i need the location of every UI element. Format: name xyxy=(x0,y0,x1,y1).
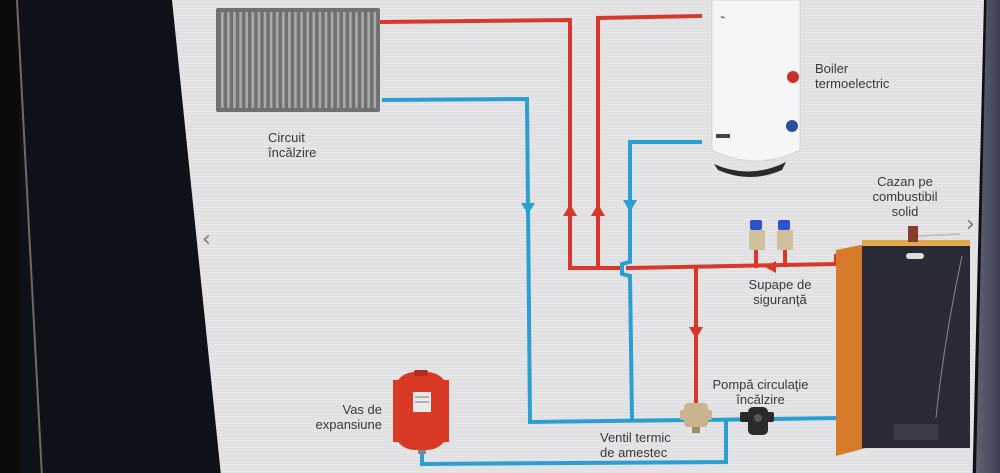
expansion-vessel xyxy=(393,370,449,454)
safety-valve-1 xyxy=(749,220,765,250)
radiator-fin xyxy=(245,12,248,108)
radiator-fin xyxy=(355,12,358,108)
label-circuit-incalzire: Circuit încălzire xyxy=(268,130,317,160)
label-supape-siguranta: Supape de siguranţă xyxy=(748,277,812,307)
label-ventil-termic: Ventil termic de amestec xyxy=(600,430,671,460)
radiator-fin xyxy=(336,12,340,108)
arrow-down-boiler-return xyxy=(623,200,637,212)
arrow-up-boiler-supply xyxy=(591,204,605,216)
radiator-fin xyxy=(318,12,322,108)
radiator-fin xyxy=(330,12,334,108)
label-boiler-termoelectric: Boiler termoelectric xyxy=(815,61,890,91)
radiator-fin xyxy=(275,12,279,108)
safety-valves xyxy=(749,220,793,250)
radiator-fin xyxy=(257,12,261,108)
cold-pipe-expansion-loop xyxy=(420,418,728,467)
radiator-fin xyxy=(367,12,370,108)
radiator-fin xyxy=(251,12,255,108)
radiator-fin xyxy=(349,12,352,108)
radiator-fin xyxy=(294,12,297,108)
monitor-bezel-left xyxy=(0,0,20,473)
radiator-fin xyxy=(221,12,224,108)
boiler-hot-indicator xyxy=(787,71,799,83)
label-cazan: Cazan pe combustibil solid xyxy=(872,174,938,219)
boiler-cold-indicator xyxy=(786,120,798,132)
radiator xyxy=(216,8,380,112)
radiator-fin xyxy=(343,12,346,108)
arrow-down-bypass xyxy=(689,327,703,339)
circulation-pump xyxy=(740,407,774,435)
cazan xyxy=(836,226,970,456)
radiator-fin xyxy=(312,12,316,108)
label-pompa-circulatie: Pompă circulaţie încălzire xyxy=(712,377,809,407)
radiator-fin xyxy=(239,12,242,108)
radiator-fin xyxy=(300,12,303,108)
cazan-brand xyxy=(906,253,924,259)
cold-pipe-radiator-return xyxy=(381,96,693,425)
label-vas-expansiune: Vas de expansiune xyxy=(315,402,383,432)
boiler-brand xyxy=(716,134,730,138)
radiator-fin xyxy=(233,12,236,108)
hot-pipe-radiator-supply xyxy=(379,17,622,270)
hot-pipe-boiler-supply xyxy=(596,13,703,270)
arrow-up-radiator-supply xyxy=(563,204,577,216)
radiator-fin xyxy=(227,12,230,108)
radiator-fin xyxy=(263,12,267,108)
mixing-valve xyxy=(680,403,712,433)
arrow-down-radiator-return xyxy=(521,203,535,214)
radiator-fin xyxy=(324,12,328,108)
hot-pipe-main xyxy=(625,261,839,271)
radiator-fin xyxy=(269,12,273,108)
safety-valve-2 xyxy=(777,220,793,250)
boiler: ⌁ xyxy=(711,0,801,177)
cold-pipe-boiler-return xyxy=(620,140,702,423)
radiator-fin xyxy=(306,12,309,108)
arrow-left-cazan-outlet xyxy=(765,261,776,273)
next-image-button[interactable]: › xyxy=(966,212,975,237)
radiator-fin xyxy=(373,12,377,108)
radiator-fin xyxy=(288,12,291,108)
boiler-connector: ⌁ xyxy=(720,12,725,22)
prev-image-button[interactable]: ‹ xyxy=(202,227,211,252)
radiator-fin xyxy=(361,12,364,108)
radiator-fin xyxy=(282,12,285,108)
